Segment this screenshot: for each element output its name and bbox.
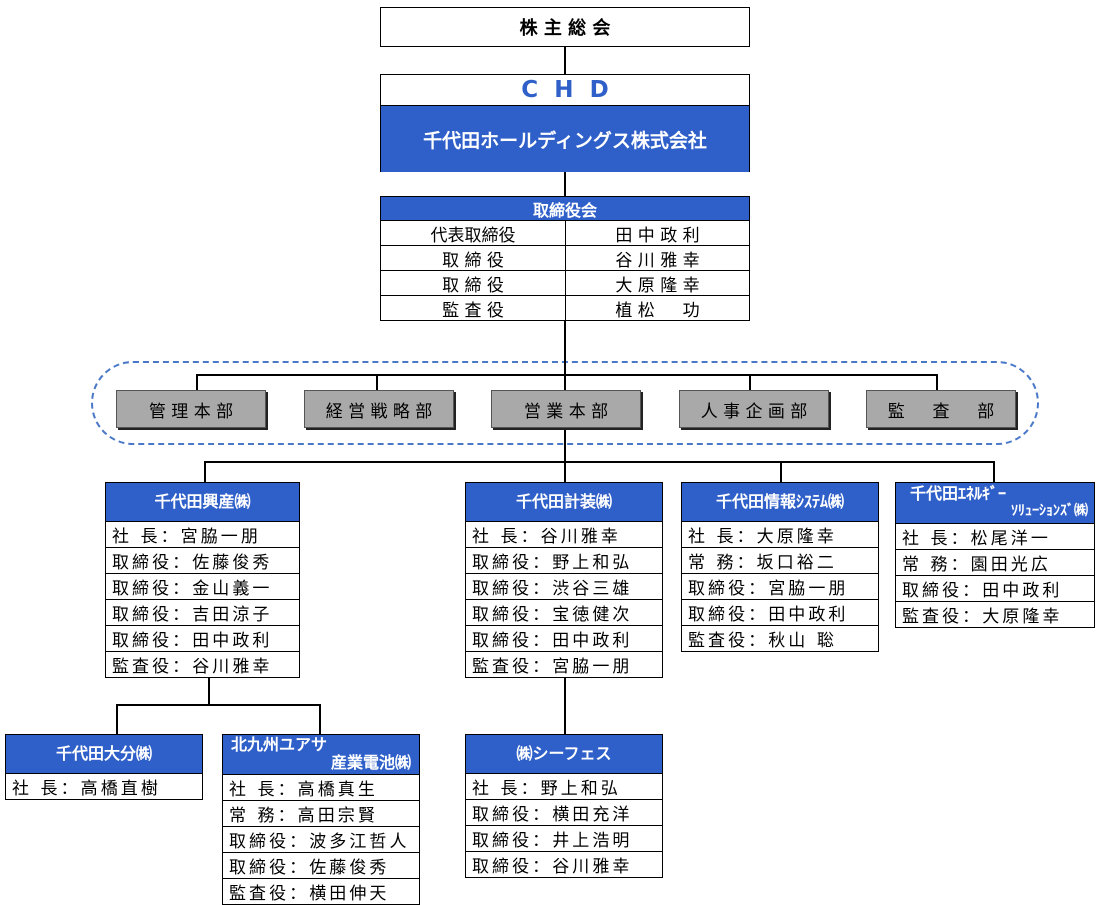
board-table: 取締役会 代表取締役 田 中 政 利 取 締 役 谷 川 雅 幸 取 締 役 大… [380,196,750,321]
company-officer-row: 取締役：田中政利 [896,575,1094,601]
connector-line [780,461,782,482]
company-officer-row: 監査役：横田伸天 [223,878,419,904]
connector-line [319,704,321,734]
connector-line [116,704,320,706]
company-officer-row: 社 長：大原隆幸 [682,521,878,547]
company-name: 千代田情報ｼｽﾃﾑ㈱ [682,483,878,521]
company-officer-row: 社 長：松尾洋一 [896,523,1094,549]
company-officer-row: 取締役：野上和弘 [466,547,662,573]
shareholders-meeting-box: 株 主 総 会 [380,7,750,47]
company-officer-row: 取締役：井上浩明 [466,825,662,851]
company-box-chiyoda-kosan: 千代田興産㈱ 社 長：宮脇一朋 取締役：佐藤俊秀 取締役：金山義一 取締役：吉田… [105,482,300,678]
department-sales: 営 業 本 部 [491,390,641,428]
company-officer-row: 取締役：波多江哲人 [223,826,419,852]
company-name-block: 北九州ユアサ 産業電池㈱ [223,735,419,774]
holding-company-name: 千代田ホールディングス株式会社 [381,106,749,172]
connector-line [749,374,751,390]
board-row: 監 査 役 植 松 功 [381,295,749,321]
connector-line [208,672,210,705]
connector-line [376,374,378,390]
company-name: 千代田興産㈱ [106,483,299,521]
company-officer-row: 常 務：高田宗賢 [223,800,419,826]
company-officer-row: 取締役：金山義一 [106,573,299,599]
company-officer-row: 取締役：田中政利 [106,625,299,651]
company-name-line2: ｿﾘｭｰｼｮﾝｽﾞ㈱ [1011,503,1088,520]
company-officer-row: 取締役：宮脇一朋 [682,573,878,599]
company-officer-row: 取締役：谷川雅幸 [466,851,662,877]
board-role: 取 締 役 [381,246,566,271]
connector-line [564,318,566,375]
connector-line [116,704,118,734]
connector-line [564,462,566,482]
company-box-chiyoda-joho-system: 千代田情報ｼｽﾃﾑ㈱ 社 長：大原隆幸 常 務：坂口裕二 取締役：宮脇一朋 取締… [681,482,879,652]
company-officer-row: 監査役：谷川雅幸 [106,651,299,677]
company-name: 北九州ユアサ [231,735,328,754]
department-hr: 人 事 企 画 部 [679,390,829,428]
company-officer-row: 取締役：渋谷三雄 [466,573,662,599]
connector-line [936,374,938,390]
company-officer-row: 監査役：秋山 聡 [682,625,878,651]
company-box-chiyoda-energy-solutions: 千代田ｴﾈﾙｷﾞｰ ｿﾘｭｰｼｮﾝｽﾞ㈱ 社 長：松尾洋一 常 務：園田光広 取… [895,482,1095,628]
company-officer-row: 取締役：田中政利 [466,625,662,651]
company-box-chiyoda-keiso: 千代田計装㈱ 社 長：谷川雅幸 取締役：野上和弘 取締役：渋谷三雄 取締役：宝徳… [465,482,663,678]
company-officer-row: 取締役：田中政利 [682,599,878,625]
company-officer-row: 取締役：横田充洋 [466,799,662,825]
company-name: 千代田大分㈱ [6,735,202,773]
company-officer-row: 監査役：大原隆幸 [896,601,1094,627]
board-title: 取締役会 [381,197,749,220]
company-officer-row: 取締役：吉田涼子 [106,599,299,625]
board-member-name: 植 松 功 [615,300,700,321]
company-officer-row: 取締役：宝徳健次 [466,599,662,625]
company-name-line2: 産業電池㈱ [330,753,411,773]
company-officer-row: 常 務：園田光広 [896,549,1094,575]
company-officer-row: 社 長：宮脇一朋 [106,521,299,547]
company-officer-row: 監査役：宮脇一朋 [466,651,662,677]
board-role: 監 査 役 [381,296,566,321]
board-row: 取 締 役 大 原 隆 幸 [381,270,749,296]
board-role: 代表取締役 [381,221,566,246]
connector-line [564,171,566,196]
holding-company-box: CHD 千代田ホールディングス株式会社 [380,74,750,172]
connector-line [196,374,198,390]
department-audit: 監 査 部 [866,390,1016,428]
company-name: 千代田ｴﾈﾙｷﾞｰ [910,484,1007,503]
company-name-block: 千代田ｴﾈﾙｷﾞｰ ｿﾘｭｰｼｮﾝｽﾞ㈱ [896,483,1094,523]
connector-line [564,374,566,390]
company-officer-row: 取締役：佐藤俊秀 [223,852,419,878]
board-row: 代表取締役 田 中 政 利 [381,220,749,246]
company-officer-row: 社 長：野上和弘 [466,773,662,799]
connector-line [564,46,566,74]
company-officer-row: 社 長：高橋直樹 [6,773,202,799]
company-officer-row: 常 務：坂口裕二 [682,547,878,573]
department-admin: 管 理 本 部 [116,390,266,428]
company-officer-row: 社 長：谷川雅幸 [466,521,662,547]
company-box-chiyoda-oita: 千代田大分㈱ 社 長：高橋直樹 [5,734,203,800]
department-strategy: 経 営 戦 略 部 [304,390,454,428]
company-name: ㈱シーフェス [466,735,662,773]
connector-line [564,672,566,734]
company-box-kitakyushu-yuasa: 北九州ユアサ 産業電池㈱ 社 長：高橋真生 常 務：高田宗賢 取締役：波多江哲人… [222,734,420,905]
company-name: 千代田計装㈱ [466,483,662,521]
connector-line [564,428,566,462]
board-role: 取 締 役 [381,271,566,296]
board-row: 取 締 役 谷 川 雅 幸 [381,245,749,271]
connector-line [196,374,938,376]
board-member-name: 谷 川 雅 幸 [615,250,700,271]
board-member-name: 大 原 隆 幸 [615,275,700,296]
company-officer-row: 社 長：高橋真生 [223,774,419,800]
connector-line [204,461,206,482]
company-officer-row: 取締役：佐藤俊秀 [106,547,299,573]
holding-company-abbrev: CHD [381,75,749,106]
connector-line [993,461,995,482]
company-box-seafes: ㈱シーフェス 社 長：野上和弘 取締役：横田充洋 取締役：井上浩明 取締役：谷川… [465,734,663,878]
connector-line [204,461,995,463]
board-member-name: 田 中 政 利 [615,225,700,246]
